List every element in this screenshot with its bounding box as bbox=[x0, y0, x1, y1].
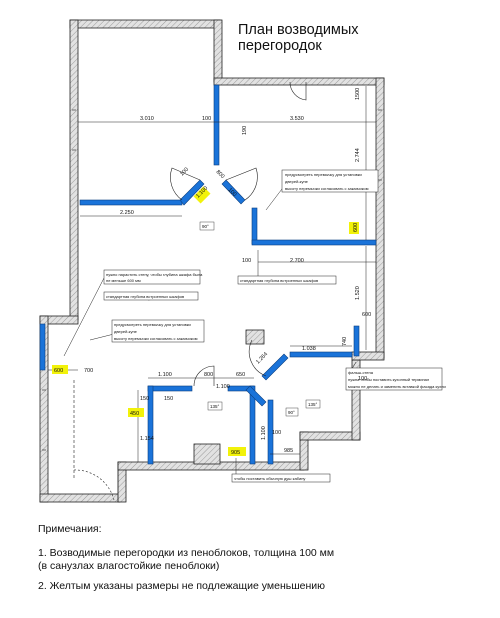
note-lintel-1a: предусмотреть перемычку для установки bbox=[285, 172, 362, 177]
dim-600-right: 600 bbox=[353, 223, 359, 232]
partition-right-stub bbox=[353, 325, 360, 357]
note-shower: чтобы поставить обычную душ кабину bbox=[234, 476, 305, 481]
dim-3010: 3.010 bbox=[140, 116, 154, 122]
existing-walls bbox=[39, 19, 385, 503]
dim-600-left: 600 bbox=[54, 368, 63, 374]
dim-800-door: 800 bbox=[204, 372, 213, 378]
dim-650: 650 bbox=[236, 372, 245, 378]
notes-item-1-line-2: (в санузлах влагостойкие пеноблоки) bbox=[38, 560, 220, 572]
dim-1038: 1.038 bbox=[302, 346, 316, 352]
partition-diag-bath bbox=[261, 353, 289, 381]
partition-horizontal-left bbox=[79, 199, 183, 206]
angle-135-a: 135° bbox=[210, 404, 220, 409]
door-swings bbox=[73, 81, 307, 502]
highlight-1100 bbox=[193, 186, 211, 204]
note-lintel-2a: предусмотреть перемычку для установки bbox=[114, 322, 191, 327]
wall-left-upper bbox=[69, 19, 79, 321]
wall-shaft bbox=[193, 443, 221, 465]
protected-dimension-highlights bbox=[52, 186, 359, 456]
partition-diag-left bbox=[179, 179, 205, 206]
partition-diag-right bbox=[221, 179, 246, 205]
dimension-lines bbox=[48, 86, 376, 462]
note-false-wall-b: нужна чтобы поставить кухонный терминал bbox=[348, 377, 430, 382]
note-lintel-1b: дверей-купе bbox=[285, 179, 309, 184]
dim-100-mid: 100 bbox=[242, 258, 251, 264]
dim-190: 190 bbox=[242, 126, 248, 135]
dim-100-c: 100 bbox=[358, 376, 367, 382]
dim-700: 700 bbox=[84, 368, 93, 374]
angle-90-a: 90° bbox=[202, 224, 209, 229]
note-lintel-2c: высоту перемычки согласовать с заказчико… bbox=[114, 336, 198, 341]
dim-150-a: 150 bbox=[140, 396, 149, 402]
note-wall-thicken-b: не меньше 600 мм bbox=[106, 278, 141, 283]
wall-bottom-left bbox=[39, 493, 121, 503]
floor-plan-drawing: 3.010 100 3.530 2.250 2.700 100 1.038 1.… bbox=[39, 19, 446, 503]
dim-1154: 1.154 bbox=[140, 436, 154, 442]
partition-vertical-top bbox=[213, 84, 220, 166]
window-marks bbox=[42, 109, 382, 480]
highlight-600-right bbox=[349, 222, 359, 234]
partition-horizontal-mid bbox=[251, 239, 377, 246]
notes-item-1-line-1: 1. Возводимые перегородки из пеноблоков,… bbox=[38, 547, 335, 559]
note-lintel-1c: высоту перемычки согласовать с заказчико… bbox=[285, 186, 369, 191]
dim-100-diag-b: 100 bbox=[227, 187, 238, 198]
dim-800-diag: 800 bbox=[215, 169, 226, 180]
plan-title-line-1: План возводимых bbox=[238, 22, 359, 38]
partition-bath-diag bbox=[245, 385, 267, 407]
dim-2250: 2.250 bbox=[120, 210, 134, 216]
dim-1100-vert: 1.100 bbox=[261, 426, 267, 440]
notes-item-2: 2. Желтым указаны размеры не подлежащие … bbox=[38, 580, 326, 592]
new-partitions bbox=[39, 84, 377, 465]
partition-vertical-mid bbox=[251, 207, 258, 245]
wall-bottom-right bbox=[299, 431, 361, 441]
angle-boxes bbox=[199, 221, 321, 417]
dim-1264: 1.264 bbox=[255, 351, 269, 365]
wall-top-left bbox=[69, 19, 221, 29]
highlight-905 bbox=[228, 447, 246, 456]
partition-left-wall bbox=[39, 323, 46, 371]
highlight-600-left bbox=[52, 365, 68, 374]
angle-90-b: 90° bbox=[288, 410, 295, 415]
partition-bath-left-top bbox=[147, 385, 193, 392]
note-std-depth-left: стандартная глубина встроенных шкафов bbox=[106, 294, 184, 299]
dim-1500: 1500 bbox=[355, 88, 361, 100]
notes-heading: Примечания: bbox=[38, 523, 102, 535]
dim-985: 985 bbox=[284, 448, 293, 454]
annotation-boxes bbox=[103, 169, 443, 483]
dim-3530: 3.530 bbox=[290, 116, 304, 122]
dim-150-b: 150 bbox=[164, 396, 173, 402]
note-lintel-2b: дверей-купе bbox=[114, 329, 138, 334]
dim-450: 450 bbox=[130, 411, 139, 417]
wall-column bbox=[245, 329, 265, 345]
dim-1100-mid: 1.100 bbox=[216, 384, 230, 390]
dim-905: 905 bbox=[231, 450, 240, 456]
dim-100-d: 100 bbox=[272, 430, 281, 436]
highlight-450 bbox=[128, 408, 144, 417]
note-wall-thicken-a: нужно нарастить стену, чтобы глубина шка… bbox=[106, 272, 203, 277]
dim-600-right2: 600 bbox=[362, 312, 371, 318]
note-false-wall-a: фальш-стена bbox=[348, 370, 374, 375]
note-std-depth-mid: стандартная глубина встроенных шкафов bbox=[240, 278, 318, 283]
wall-top-right bbox=[213, 77, 385, 86]
dim-2700: 2.700 bbox=[290, 258, 304, 264]
partition-upper-bath bbox=[289, 351, 353, 358]
dim-1520: 1.520 bbox=[355, 286, 361, 300]
wall-top-left-return bbox=[213, 19, 223, 83]
dim-2744: 2.744 bbox=[355, 148, 361, 162]
dim-740: 740 bbox=[342, 337, 348, 346]
dim-100-top: 100 bbox=[202, 116, 211, 122]
partition-bath-mid-vert bbox=[249, 385, 256, 465]
partition-bath-right-vert bbox=[267, 399, 274, 465]
wall-right-outer bbox=[375, 77, 385, 359]
dim-100-diag-a: 100 bbox=[179, 167, 190, 178]
note-false-wall-c: можно не делать и заменить вставкой фаса… bbox=[348, 384, 446, 389]
plan-title-line-2: перегородок bbox=[238, 38, 322, 54]
partition-bath-left-vert bbox=[147, 385, 154, 465]
angle-135-b: 135° bbox=[308, 402, 318, 407]
dim-1100-left: 1.100 bbox=[158, 372, 172, 378]
